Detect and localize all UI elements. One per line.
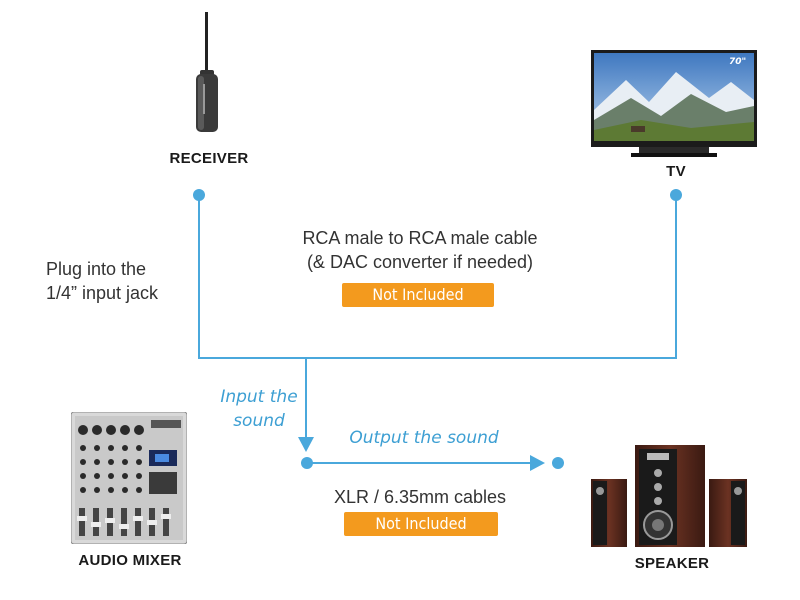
rca-note-line1: RCA male to RCA male cable	[302, 228, 538, 248]
input-sound-label: Input the sound	[217, 385, 301, 433]
input-arrowhead	[298, 437, 314, 452]
speaker-label: SPEAKER	[634, 555, 710, 572]
audio-mixer-icon	[70, 411, 188, 545]
plug-note-line1: Plug into the	[46, 259, 147, 279]
rca-cable-note: RCA male to RCA male cable (& DAC conver…	[270, 226, 570, 274]
receiver-device-icon	[196, 12, 218, 132]
output-sound-label: Output the sound	[349, 428, 499, 448]
speaker-icon	[585, 443, 753, 549]
output-arrowhead	[530, 455, 545, 471]
plug-note: Plug into the 1/4” input jack	[46, 257, 186, 305]
input-sound-line2: sound	[233, 411, 285, 431]
not-included-badge-top: Not Included	[342, 283, 494, 307]
xlr-cable-note: XLR / 6.35mm cables	[333, 487, 507, 507]
tv-size: 70"	[729, 57, 746, 67]
mixer-dot	[301, 457, 313, 469]
plug-note-line2: 1/4” input jack	[46, 283, 159, 303]
speaker-dot	[552, 457, 564, 469]
tv-dot	[670, 189, 682, 201]
input-sound-line1: Input the	[220, 387, 298, 407]
not-included-badge-bottom: Not Included	[344, 512, 498, 536]
tv-label: TV	[666, 163, 686, 180]
rca-note-line2: (& DAC converter if needed)	[306, 252, 534, 272]
audio-mixer-label: AUDIO MIXER	[78, 552, 182, 569]
tv-device-icon: 70"	[591, 50, 757, 160]
receiver-label: RECEIVER	[169, 150, 249, 167]
receiver-dot	[193, 189, 205, 201]
